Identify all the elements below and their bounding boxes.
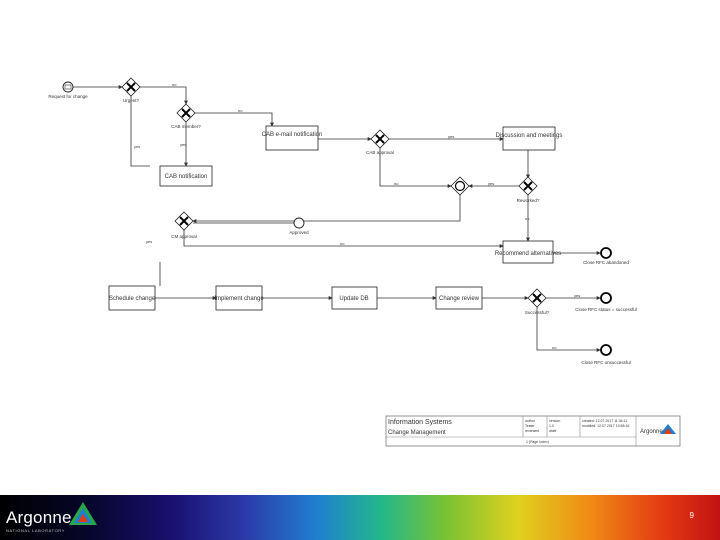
svg-text:Implement change: Implement change xyxy=(214,296,264,302)
edge-label-no: no xyxy=(552,345,557,350)
edge-label-yes: yes xyxy=(574,293,580,298)
page-number: 9 xyxy=(689,511,694,520)
title-block: Information Systems Change Management au… xyxy=(385,415,681,447)
svg-text:CAB member?: CAB member? xyxy=(171,124,201,129)
argonne-logo-icon xyxy=(69,502,97,525)
svg-text:Close RFC unsuccessful: Close RFC unsuccessful xyxy=(581,360,630,365)
svg-text:Update DB: Update DB xyxy=(339,296,368,302)
svg-text:CAB notification: CAB notification xyxy=(165,174,208,180)
gateway-urgent: Urgent? xyxy=(121,77,141,103)
start-event: Request for change xyxy=(48,81,88,99)
start-event-label: Request for change xyxy=(48,94,88,99)
gateway-cab-member: CAB member? xyxy=(171,103,201,129)
footer-brand-subtitle: NATIONAL LABORATORY xyxy=(6,528,65,533)
svg-text:Approved: Approved xyxy=(289,230,309,235)
edge-label-yes: yes xyxy=(134,144,140,149)
gateway-merge xyxy=(450,176,470,196)
edge-label-no: no xyxy=(525,216,530,221)
footer-brand: Argonne xyxy=(6,508,72,527)
svg-text:Close RFC status = successful: Close RFC status = successful xyxy=(575,307,636,312)
edge-label-yes: yes xyxy=(146,239,152,244)
edge-label-yes: yes xyxy=(180,142,186,147)
svg-text:author: author xyxy=(525,419,536,423)
svg-text:Tester: Tester xyxy=(525,424,535,428)
svg-text:draft: draft xyxy=(549,429,556,433)
svg-text:CM approval: CM approval xyxy=(171,234,197,239)
edge-label-no: no xyxy=(172,82,177,87)
svg-text:1 (Page Index): 1 (Page Index) xyxy=(526,440,549,444)
task-change-review: Change review xyxy=(435,286,483,310)
connector-lines xyxy=(73,85,601,352)
svg-text:Schedule change: Schedule change xyxy=(109,296,156,302)
svg-text:Close RFC abandoned: Close RFC abandoned xyxy=(583,260,629,265)
svg-text:Change review: Change review xyxy=(439,296,480,302)
end-event-unsuccessful: Close RFC unsuccessful xyxy=(581,344,631,365)
svg-text:Urgent?: Urgent? xyxy=(123,98,140,103)
svg-text:CAB approval: CAB approval xyxy=(366,150,394,155)
svg-text:Recommend alternatives: Recommend alternatives xyxy=(495,251,561,257)
task-recommend-alternatives: Recommend alternatives xyxy=(495,240,561,264)
svg-text:Successful?: Successful? xyxy=(525,310,550,315)
edge-labels: no no yes yes yes no yes no yes no yes n… xyxy=(134,82,580,350)
task-cab-notification: CAB notification xyxy=(159,165,213,187)
bpmn-diagram: no no yes yes yes no yes no yes no yes n… xyxy=(48,77,681,447)
title-block-process: Change Management xyxy=(388,430,446,436)
title-block-logo: Argonne xyxy=(640,424,676,435)
gateway-reworked: Reworked? xyxy=(517,176,540,203)
gateway-cab-approval: CAB approval xyxy=(366,129,394,155)
task-cab-email-notification: CAB e-mail notification xyxy=(262,125,323,151)
svg-text:created: 12.07.2017 11:34:11: created: 12.07.2017 11:34:11 xyxy=(582,419,627,423)
svg-text:reviewed: reviewed xyxy=(525,429,539,433)
svg-text:version: version xyxy=(549,419,560,423)
gateway-successful: Successful? xyxy=(525,288,550,315)
title-block-org: Information Systems xyxy=(388,419,452,426)
end-event-abandoned: Close RFC abandoned xyxy=(583,247,629,265)
svg-text:modified: 12.07.2017 14:58:16: modified: 12.07.2017 14:58:16 xyxy=(582,424,629,428)
edge-label-yes: yes xyxy=(448,134,454,139)
event-approved: Approved xyxy=(289,217,309,235)
svg-text:1.0: 1.0 xyxy=(549,424,554,428)
edge-label-no: no xyxy=(238,108,243,113)
svg-text:Discussion and meetings: Discussion and meetings xyxy=(496,133,563,139)
task-update-db: Update DB xyxy=(331,286,378,310)
edge-label-no: no xyxy=(340,241,345,246)
task-schedule-change: Schedule change xyxy=(108,285,156,311)
svg-text:Argonne: Argonne xyxy=(640,429,663,435)
edge-label-yes: yes xyxy=(488,181,494,186)
task-implement-change: Implement change xyxy=(214,285,264,311)
svg-text:Reworked?: Reworked? xyxy=(517,198,540,203)
task-discussion-and-meetings: Discussion and meetings xyxy=(496,126,563,151)
end-event-successful: Close RFC status = successful xyxy=(575,292,637,312)
gateway-cm-approval: CM approval xyxy=(171,211,197,239)
footer-banner: Argonne NATIONAL LABORATORY 9 xyxy=(0,495,720,540)
edge-label-no: no xyxy=(394,181,399,186)
svg-text:CAB e-mail notification: CAB e-mail notification xyxy=(262,132,323,138)
